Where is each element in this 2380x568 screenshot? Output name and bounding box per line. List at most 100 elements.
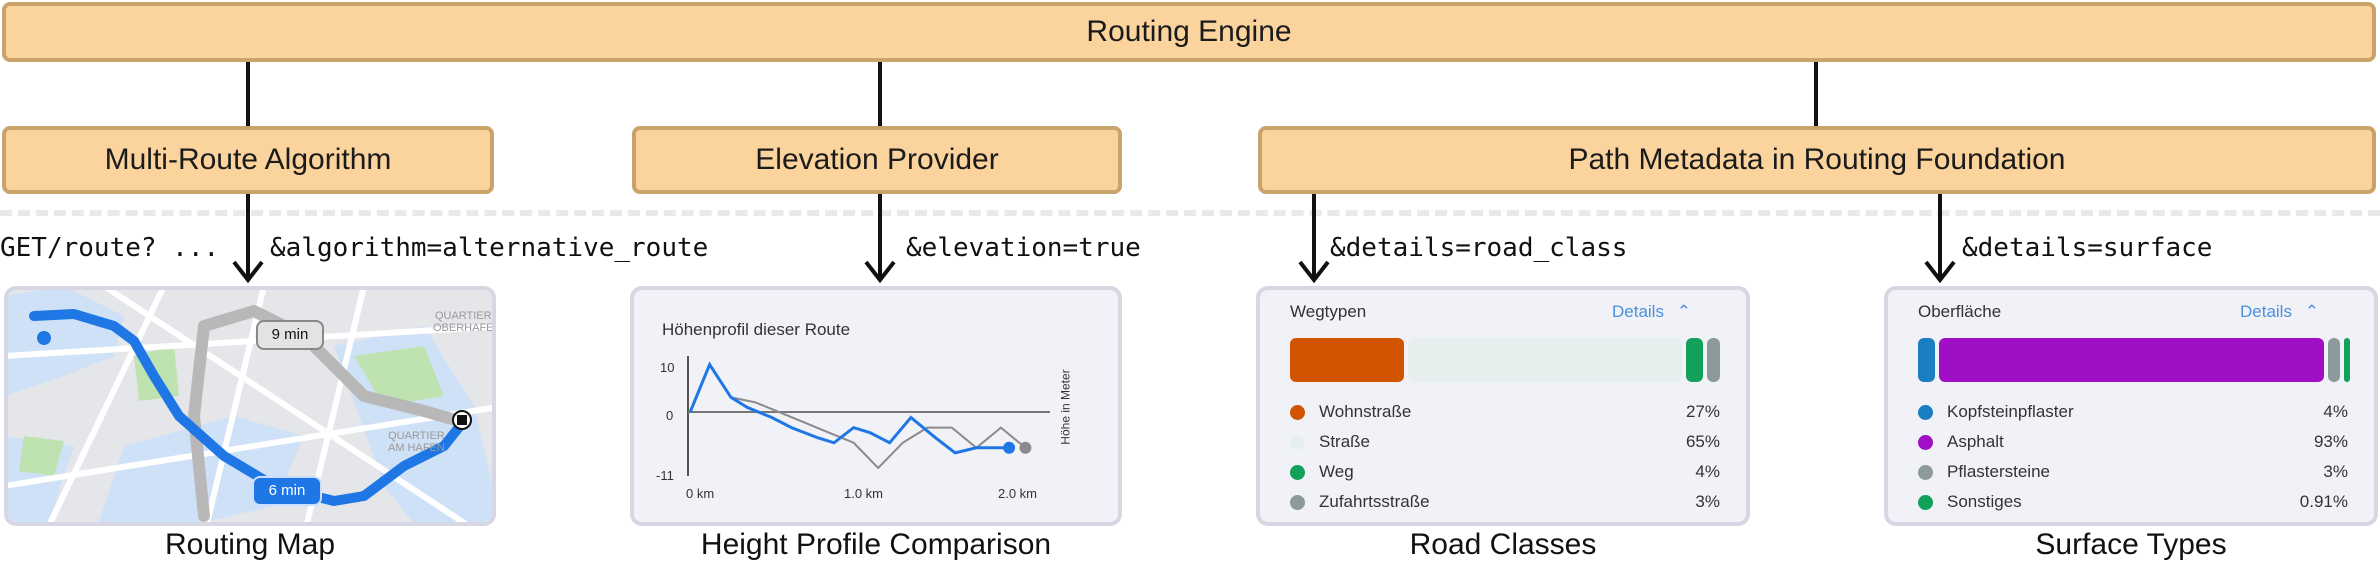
road-details-toggle[interactable]: Details ⌃ bbox=[1612, 302, 1691, 322]
place-label-top-2: OBERHAFE bbox=[433, 322, 494, 334]
place-label-top-1: QUARTIER bbox=[434, 310, 492, 322]
legend-dot-icon bbox=[1290, 465, 1305, 481]
legend-item: Sonstiges bbox=[1918, 492, 2022, 512]
road-classes-bar bbox=[1290, 338, 1720, 382]
chevron-up-icon: ⌃ bbox=[2304, 302, 2319, 321]
legend-percent: 4% bbox=[1695, 462, 1720, 481]
legend-dot-icon bbox=[1918, 495, 1933, 511]
chevron-up-icon: ⌃ bbox=[1676, 302, 1691, 321]
connector-root-multiroute bbox=[246, 62, 250, 126]
surface-types-title: Oberfläche bbox=[1918, 302, 2002, 321]
multi-route-algorithm-label: Multi-Route Algorithm bbox=[104, 143, 392, 176]
legend-item: Weg bbox=[1290, 462, 1354, 482]
legend-label: Wohnstraße bbox=[1319, 402, 1412, 421]
surface-types-bar bbox=[1918, 338, 2351, 382]
legend-label: Zufahrtsstraße bbox=[1319, 492, 1430, 511]
height-series-line bbox=[689, 362, 1027, 470]
elevation-provider-box: Elevation Provider bbox=[632, 126, 1122, 194]
height-x-tick-1: 1.0 km bbox=[844, 486, 884, 501]
place-label-top: QUARTIER OBERHAFE bbox=[433, 310, 494, 334]
legend-dot-icon bbox=[1918, 405, 1933, 421]
legend-percent: 3% bbox=[1695, 492, 1720, 511]
park-area-3 bbox=[19, 436, 64, 476]
route-start-marker bbox=[37, 331, 51, 345]
legend-percent: 4% bbox=[2323, 402, 2348, 421]
legend-label: Pflastersteine bbox=[1947, 462, 2050, 481]
height-y-tick-bottom: -11 bbox=[656, 468, 674, 483]
height-x-tick-2: 2.0 km bbox=[998, 486, 1038, 501]
legend-label: Sonstiges bbox=[1947, 492, 2022, 511]
legend-label: Kopfsteinpflaster bbox=[1947, 402, 2074, 421]
legend-percent: 27% bbox=[1685, 402, 1720, 421]
arrow-road-class-head bbox=[1298, 260, 1330, 284]
legend-item: Asphalt bbox=[1918, 432, 2004, 452]
bar-segment-2 bbox=[2327, 338, 2341, 382]
park-area bbox=[354, 346, 444, 406]
routing-map-card: 9 min 6 min QUARTIER OBERHAFE QUARTIER A… bbox=[4, 286, 496, 526]
path-metadata-box: Path Metadata in Routing Foundation bbox=[1258, 126, 2376, 194]
badge-main-route-time: 6 min bbox=[252, 476, 322, 506]
elevation-provider-label: Elevation Provider bbox=[755, 143, 999, 176]
surface-details-toggle[interactable]: Details ⌃ bbox=[2240, 302, 2319, 322]
legend-item: Kopfsteinpflaster bbox=[1918, 402, 2074, 422]
legend-dot-icon bbox=[1918, 465, 1933, 481]
param-get-route: GET/route? ... bbox=[0, 233, 220, 263]
surface-details-label: Details bbox=[2240, 302, 2292, 321]
routing-map bbox=[8, 290, 492, 522]
legend-percent: 3% bbox=[2323, 462, 2348, 481]
height-y-tick-top: 10 bbox=[660, 360, 675, 375]
height-x-tick-0: 0 km bbox=[686, 486, 715, 501]
legend-item: Zufahrtsstraße bbox=[1290, 492, 1430, 512]
bar-segment-0 bbox=[1290, 338, 1404, 382]
caption-height-profile: Height Profile Comparison bbox=[700, 528, 1052, 561]
param-algorithm: &algorithm=alternative_route bbox=[270, 233, 709, 263]
bar-segment-2 bbox=[1686, 338, 1704, 382]
height-y-tick-zero: 0 bbox=[666, 408, 674, 423]
arrow-multiroute-head bbox=[232, 260, 264, 284]
connector-root-elevation bbox=[878, 62, 882, 126]
param-elevation: &elevation=true bbox=[906, 233, 1141, 263]
surface-types-card: Oberfläche Details ⌃ Kopfsteinpflaster 4%… bbox=[1884, 286, 2378, 526]
height-series-end-point bbox=[1019, 441, 1032, 454]
height-profile-card: Höhenprofil dieser Route 10 0 -11 0 km 1… bbox=[630, 286, 1122, 526]
path-metadata-label: Path Metadata in Routing Foundation bbox=[1568, 143, 2066, 176]
height-series-end-point bbox=[1003, 441, 1016, 454]
bar-segment-3 bbox=[2344, 338, 2351, 382]
legend-dot-icon bbox=[1918, 435, 1933, 451]
bar-segment-0 bbox=[1918, 338, 1935, 382]
place-label-mid-2: AM HAFEN bbox=[388, 442, 445, 454]
road-details-label: Details bbox=[1612, 302, 1664, 321]
road-classes-card: Wegtypen Details ⌃ Wohnstraße 27% Straße 65… bbox=[1256, 286, 1750, 526]
multi-route-algorithm-box: Multi-Route Algorithm bbox=[2, 126, 494, 194]
legend-label: Weg bbox=[1319, 462, 1354, 481]
place-label-mid: QUARTIER AM HAFEN bbox=[388, 430, 445, 454]
road-classes-title: Wegtypen bbox=[1290, 302, 1367, 321]
routing-engine-label: Routing Engine bbox=[1086, 15, 1292, 48]
legend-item: Wohnstraße bbox=[1290, 402, 1411, 422]
legend-percent: 93% bbox=[2313, 432, 2348, 451]
height-profile-plot bbox=[687, 356, 1050, 476]
connector-root-metadata bbox=[1814, 62, 1818, 126]
main-route-line bbox=[29, 309, 469, 506]
badge-alt-route-time: 9 min bbox=[256, 320, 324, 350]
legend-percent: 65% bbox=[1685, 432, 1720, 451]
param-road-class: &details=road_class bbox=[1330, 233, 1628, 263]
legend-dot-icon bbox=[1290, 495, 1305, 511]
legend-label: Straße bbox=[1319, 432, 1371, 451]
legend-item: Straße bbox=[1290, 432, 1370, 452]
bar-segment-1 bbox=[1408, 338, 1683, 382]
legend-item: Pflastersteine bbox=[1918, 462, 2050, 482]
legend-label: Asphalt bbox=[1947, 432, 2004, 451]
routing-engine-box: Routing Engine bbox=[2, 2, 2376, 62]
height-series-line bbox=[688, 361, 1010, 455]
arrow-elevation-head bbox=[864, 260, 896, 284]
bar-segment-3 bbox=[1707, 338, 1720, 382]
legend-dot-icon bbox=[1290, 405, 1305, 421]
place-label-mid-1: QUARTIER bbox=[388, 430, 445, 442]
arrow-surface-head bbox=[1924, 260, 1956, 284]
dashed-divider bbox=[0, 210, 2380, 216]
legend-percent: 0.91% bbox=[2299, 492, 2348, 511]
legend-dot-icon bbox=[1290, 435, 1305, 451]
bar-segment-1 bbox=[1938, 338, 2324, 382]
